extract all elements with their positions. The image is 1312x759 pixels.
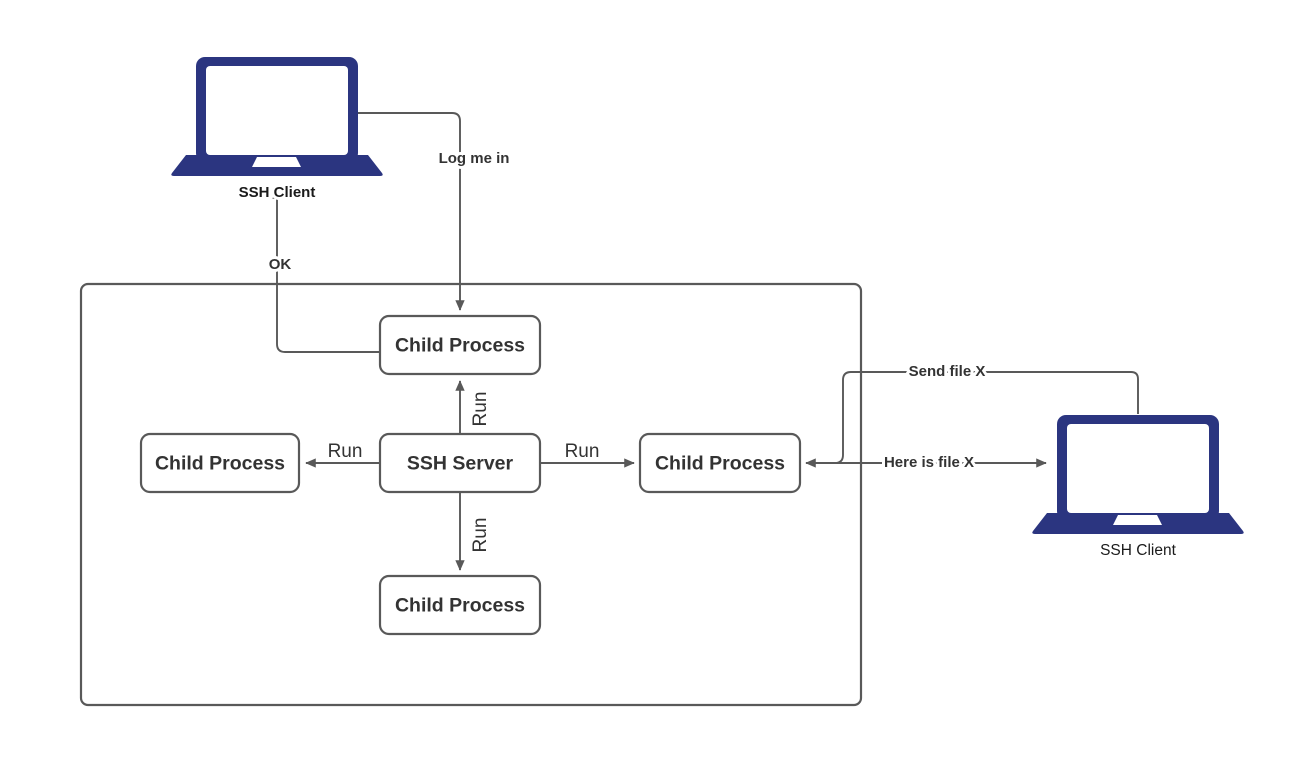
- node-ssh-server-label: SSH Server: [407, 453, 514, 475]
- edge-label-log-me-in: Log me in: [439, 150, 510, 167]
- laptop-icon-right-trackpad: [1113, 515, 1162, 525]
- edge-label-run-down: Run: [470, 518, 491, 553]
- laptop-icon-right-caption: SSH Client: [1100, 542, 1176, 559]
- edge-ok: [272, 188, 380, 353]
- laptop-icon-right-screen: [1067, 424, 1209, 513]
- node-child-process-bottom-label: Child Process: [395, 595, 525, 617]
- edge-label-run-up: Run: [470, 392, 491, 427]
- node-child-process-left[interactable]: Child Process: [139, 432, 301, 494]
- node-child-process-right[interactable]: Child Process: [638, 432, 802, 494]
- ssh-server-host-boundary: [79, 282, 863, 707]
- edge-label-run-left: Run: [328, 441, 363, 462]
- node-child-process-bottom-box: [378, 574, 542, 636]
- edge-label-run-right: Run: [565, 441, 600, 462]
- edge-send-file-x: [806, 371, 1139, 464]
- node-ssh-server[interactable]: SSH Server: [378, 432, 542, 494]
- node-child-process-bottom[interactable]: Child Process: [378, 574, 542, 636]
- edge-log-me-in: [357, 112, 465, 311]
- node-child-process-top[interactable]: Child Process: [378, 314, 542, 376]
- laptop-icon-top-trackpad: [252, 157, 301, 167]
- laptop-icon-right-client[interactable]: SSH Client: [1032, 415, 1244, 559]
- node-child-process-left-box: [139, 432, 301, 494]
- node-child-process-right-label: Child Process: [655, 453, 785, 475]
- laptop-icon-top-screen: [206, 66, 348, 155]
- edge-label-here-is-file-x: Here is file X: [884, 454, 974, 471]
- node-ssh-server-box: [378, 432, 542, 494]
- node-child-process-top-box: [378, 314, 542, 376]
- laptop-icon-top-client[interactable]: SSH Client: [171, 57, 383, 204]
- node-child-process-left-label: Child Process: [155, 453, 285, 475]
- node-child-process-top-label: Child Process: [395, 335, 525, 357]
- edge-label-ok: OK: [269, 256, 292, 273]
- laptop-icon-top-caption: SSH Client: [239, 184, 316, 201]
- edge-label-send-file-x: Send file X: [909, 363, 986, 380]
- node-child-process-right-box: [638, 432, 802, 494]
